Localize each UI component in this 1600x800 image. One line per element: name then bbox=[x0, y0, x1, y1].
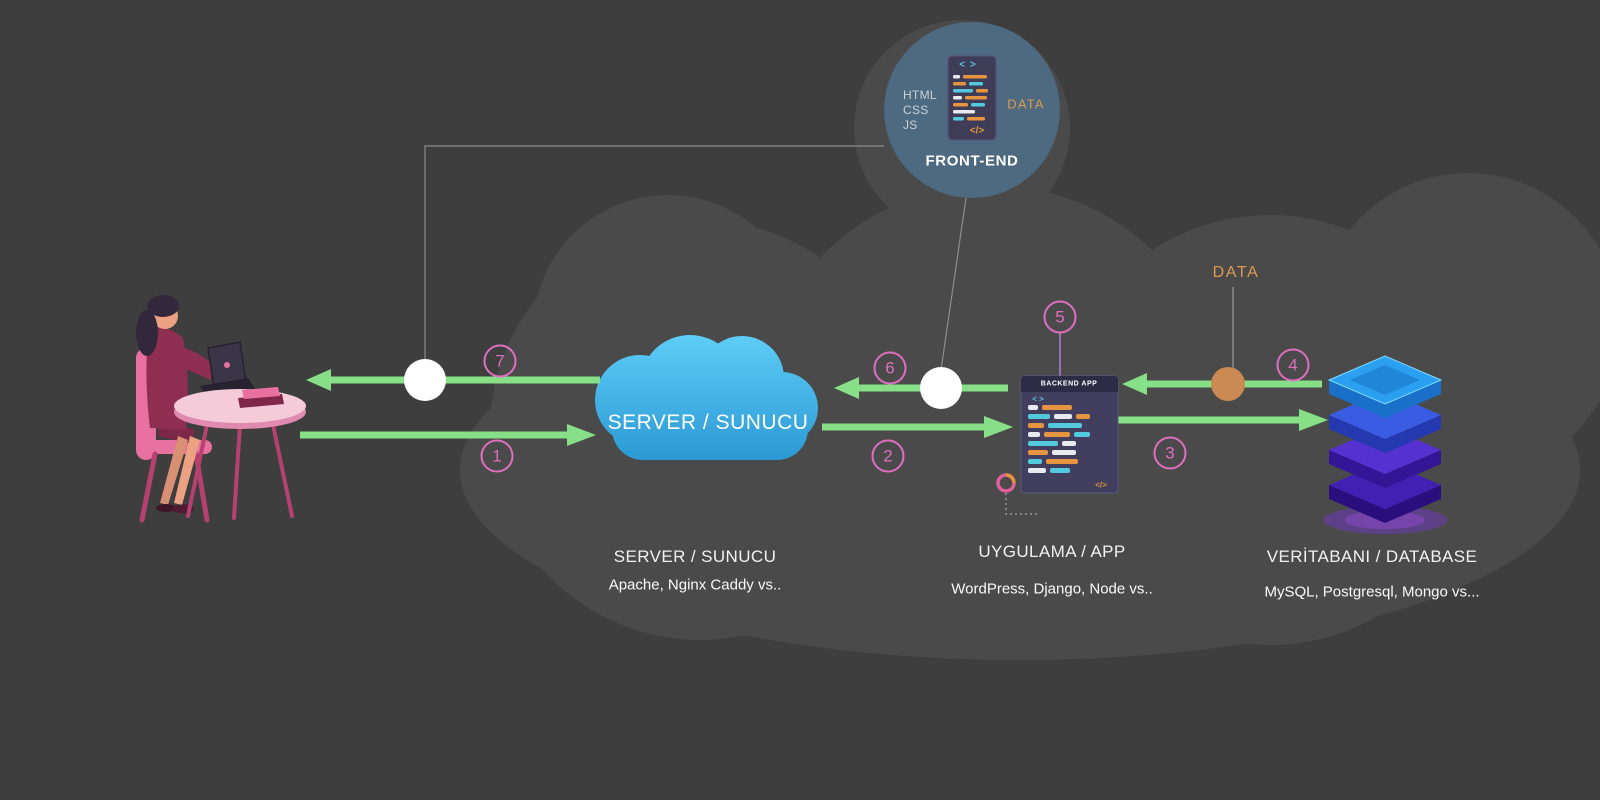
arrow-server-to-user bbox=[306, 369, 600, 391]
loading-ring-icon bbox=[996, 473, 1016, 493]
arrow-server-to-app bbox=[822, 416, 1013, 438]
backend-code-close-icon: </> bbox=[1095, 480, 1107, 490]
frontend-tech-list: HTML CSS JS bbox=[903, 88, 937, 133]
response-node-dot-middle bbox=[920, 367, 962, 409]
frontend-title: FRONT-END bbox=[925, 152, 1019, 170]
step-badge-4: 4 bbox=[1276, 348, 1310, 382]
server-caption-subtitle: Apache, Nginx Caddy vs.. bbox=[608, 576, 782, 594]
connector-lines bbox=[424, 145, 1234, 371]
step-badge-2: 2 bbox=[871, 439, 905, 473]
frontend-code-close-icon: </> bbox=[969, 125, 985, 137]
tech-html-label: HTML bbox=[903, 88, 937, 102]
app-caption-subtitle: WordPress, Django, Node vs.. bbox=[951, 580, 1153, 598]
frontend-code-open-icon: < > bbox=[959, 59, 977, 71]
frontend-data-label: DATA bbox=[1007, 96, 1045, 112]
arrow-user-to-server bbox=[300, 424, 596, 446]
table bbox=[174, 387, 306, 520]
frontend-code-bars bbox=[953, 75, 988, 121]
database-caption-title: VERİTABANI / DATABASE bbox=[1266, 547, 1478, 566]
step-badge-5: 5 bbox=[1043, 300, 1077, 334]
response-node-dot-left bbox=[404, 359, 446, 401]
step-badge-1: 1 bbox=[480, 439, 514, 473]
database-data-label: DATA bbox=[1212, 264, 1260, 281]
database-stack-icon bbox=[1323, 355, 1447, 534]
server-caption-title: SERVER / SUNUCU bbox=[613, 547, 777, 566]
books bbox=[238, 387, 284, 408]
backend-code-open-icon: < > bbox=[1032, 394, 1044, 404]
server-cloud-icon bbox=[595, 335, 818, 460]
database-caption-subtitle: MySQL, Postgresql, Mongo vs... bbox=[1264, 583, 1480, 601]
tech-css-label: CSS bbox=[903, 103, 929, 117]
arrow-app-to-db bbox=[1118, 409, 1328, 431]
backend-app-window bbox=[996, 375, 1119, 494]
user-illustration bbox=[136, 295, 306, 523]
app-dotted-connector bbox=[1005, 493, 1040, 515]
frontend-circle-icon bbox=[884, 22, 1060, 198]
step-badge-7: 7 bbox=[483, 344, 517, 378]
data-node-dot bbox=[1211, 367, 1245, 401]
frontend-down-connector-line bbox=[940, 197, 967, 371]
person bbox=[136, 295, 222, 514]
frontend-left-connector-line bbox=[424, 145, 884, 362]
step-badge-6: 6 bbox=[873, 351, 907, 385]
tech-js-label: JS bbox=[903, 118, 918, 132]
backend-app-window-title: BACKEND APP bbox=[1040, 380, 1098, 388]
backend-code-bars bbox=[1028, 405, 1090, 473]
step-badge-3: 3 bbox=[1153, 436, 1187, 470]
app-caption-title: UYGULAMA / APP bbox=[978, 542, 1126, 561]
server-cloud-label: SERVER / SUNUCU bbox=[607, 411, 809, 434]
